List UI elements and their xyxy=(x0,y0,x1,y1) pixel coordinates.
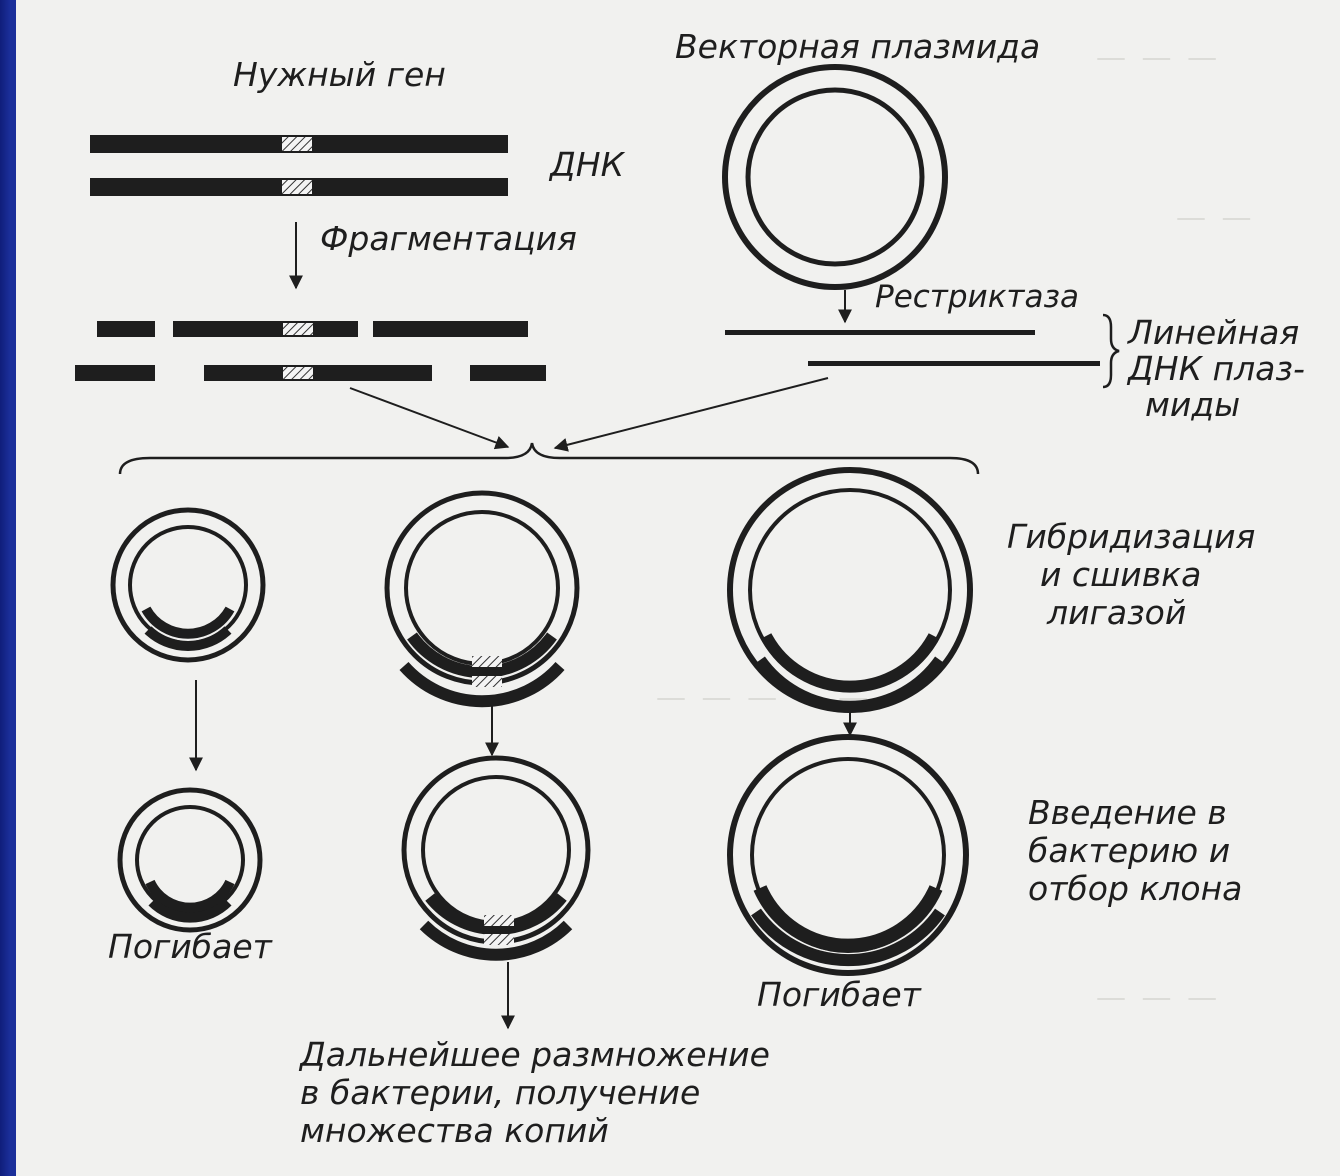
gene-segment xyxy=(282,180,312,194)
gene-segment xyxy=(283,367,313,379)
fragment xyxy=(204,365,432,381)
dna-fragments xyxy=(75,321,546,381)
fragment xyxy=(75,365,155,381)
propagation-label-line3: множества копий xyxy=(300,1114,609,1148)
hybridization-label-line1: Гибридизация xyxy=(1007,520,1255,554)
fragment xyxy=(470,365,546,381)
gene-segment xyxy=(282,137,312,151)
linear-dna-label-line1: Линейная xyxy=(1128,316,1299,350)
introduction-label-line3: отбор клона xyxy=(1028,872,1242,906)
fragments-arrow xyxy=(350,388,508,447)
linear-dna-bracket xyxy=(1103,315,1119,387)
introduction-label-line1: Введение в xyxy=(1028,796,1227,830)
vector-plasmid xyxy=(725,67,945,287)
linear-plasmid-dna xyxy=(725,330,1100,366)
hybridization-label-line2: и сшивка xyxy=(1040,558,1201,592)
propagation-label-line2: в бактерии, получение xyxy=(300,1076,700,1110)
introduction-label-line2: бактерию и xyxy=(1028,834,1230,868)
genomic-dna xyxy=(90,135,508,196)
plasmid-empty-large xyxy=(730,470,970,710)
linear-dna-label-line2: ДНК плаз- xyxy=(1128,352,1305,386)
linear-dna-label-line3: миды xyxy=(1145,388,1240,422)
dies-right-label: Погибает xyxy=(757,978,921,1012)
needed-gene-label: Нужный ген xyxy=(233,58,446,92)
hybridization-label-line3: лигазой xyxy=(1047,596,1186,630)
plasmid-dead-large xyxy=(730,737,966,973)
plasmid-empty-small xyxy=(113,510,263,660)
plasmid-arrow xyxy=(555,378,828,448)
plasmid-clone xyxy=(404,758,588,955)
plasmid-recombinant xyxy=(387,493,577,701)
fragment xyxy=(373,321,528,337)
plasmid-dead-small xyxy=(120,790,260,930)
fragment xyxy=(173,321,358,337)
fragmentation-label: Фрагментация xyxy=(320,222,577,256)
vector-plasmid-label: Векторная плазмида xyxy=(675,30,1040,64)
fragment xyxy=(97,321,155,337)
gene-segment xyxy=(283,323,313,335)
dies-left-label: Погибает xyxy=(108,930,272,964)
restriction-enzyme-label: Рестриктаза xyxy=(875,280,1079,314)
propagation-label-line1: Дальнейшее размножение xyxy=(300,1038,770,1072)
dna-label: ДНК xyxy=(550,148,624,182)
